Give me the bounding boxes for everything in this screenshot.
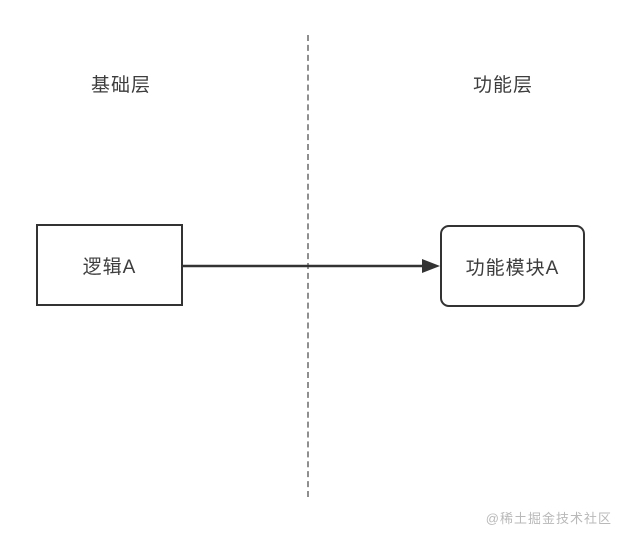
layer-label-base: 基础层: [90, 75, 151, 96]
layer-label-function: 功能层: [472, 75, 533, 96]
node-module-a: 功能模块A: [440, 225, 585, 307]
node-logic-a-label: 逻辑A: [82, 256, 137, 278]
node-module-a-label: 功能模块A: [465, 257, 560, 279]
connector-arrow-icon: [182, 259, 440, 273]
node-logic-a: 逻辑A: [36, 224, 183, 306]
watermark-text: @稀土掘金技术社区: [485, 511, 612, 526]
